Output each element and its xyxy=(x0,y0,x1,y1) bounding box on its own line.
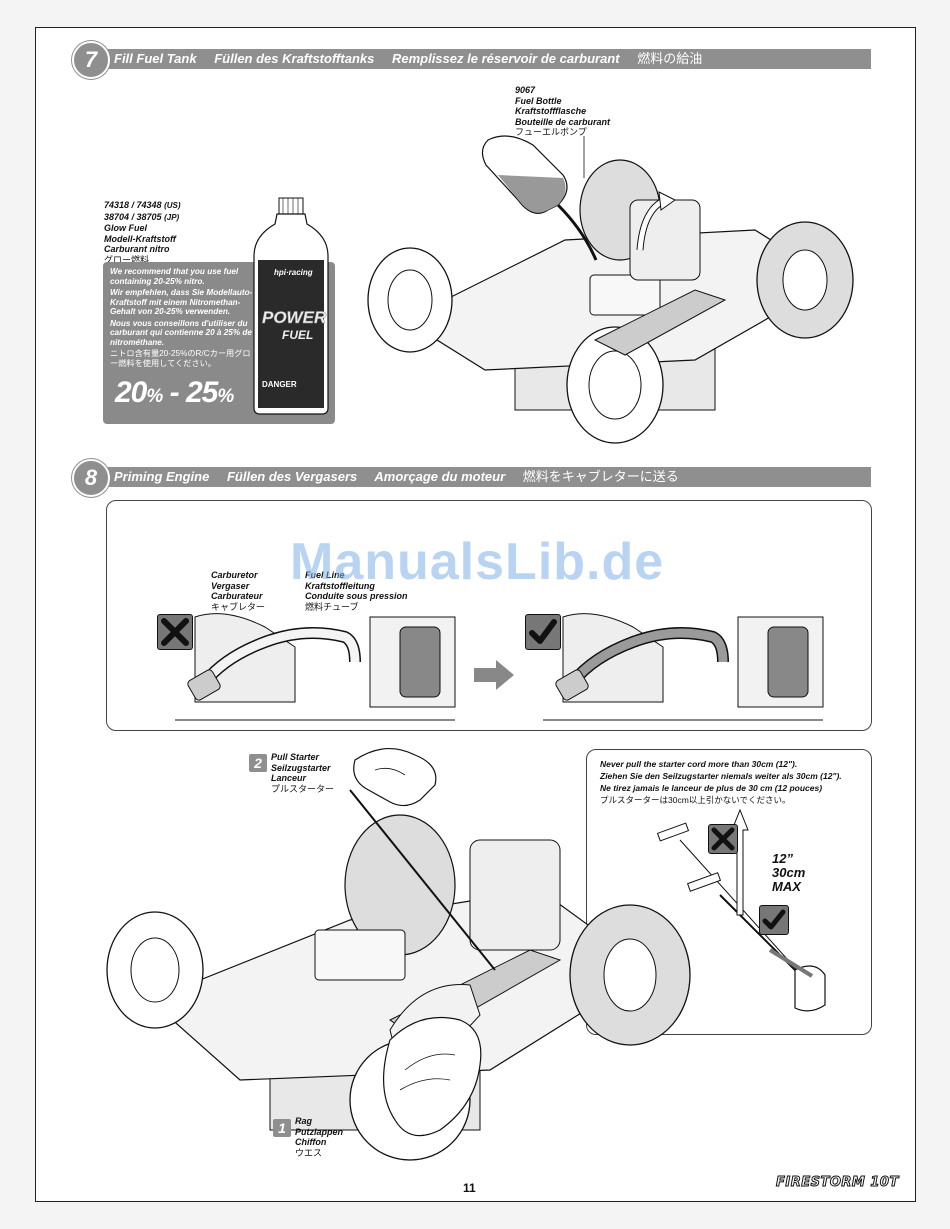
fuel-bottle-label: 9067 Fuel Bottle Kraftstoffflasche Boute… xyxy=(515,85,610,138)
starter-pull-diagram xyxy=(656,808,826,1012)
correct-mark-icon xyxy=(525,614,561,650)
caution-de: Ziehen Sie den Seilzugstarter niemals we… xyxy=(600,771,842,781)
carburetor-en: Carburetor xyxy=(211,570,258,580)
step-7-title-fr: Remplissez le réservoir de carburant xyxy=(391,51,620,66)
pull-starter-en: Pull Starter xyxy=(271,752,320,762)
wrong-pull-icon xyxy=(708,824,738,854)
fuel-bottle-leader xyxy=(583,136,585,178)
fuel-line-fr: Conduite sous pression xyxy=(305,591,408,601)
bottle-power: POWER xyxy=(262,308,327,328)
pull-starter-fr: Lanceur xyxy=(271,773,307,783)
glow-fuel-jp: グロー燃料 xyxy=(104,254,150,265)
rag-jp: ウエス xyxy=(295,1147,323,1158)
caution-en: Never pull the starter cord more than 30… xyxy=(600,759,798,769)
watermark: ManualsLib.de xyxy=(290,533,665,591)
bottle-fuel: FUEL xyxy=(282,328,314,342)
step-8-title-de: Füllen des Vergasers xyxy=(226,469,358,484)
caution-fr: Ne tirez jamais le lanceur de plus de 30… xyxy=(600,783,823,793)
glow-fuel-us-tag: (US) xyxy=(164,201,181,210)
glow-fuel-fr: Carburant nitro xyxy=(104,244,170,254)
nitro-low-pct: % xyxy=(146,386,163,407)
step-8-number: 8 xyxy=(72,459,110,497)
fuel-line-en: Fuel Line xyxy=(305,570,345,580)
fuel-bottle-jp: フューエルボンプ xyxy=(515,127,587,137)
caution-jp: プルスターターは30cm以上引かないでください。 xyxy=(600,795,791,805)
recommend-jp: ニトロ含有量20-25%のR/Cカー用グロー燃料を使用してください。 xyxy=(110,349,251,368)
glow-fuel-bottle: hpi·racing POWER FUEL DANGER xyxy=(252,196,330,416)
glow-fuel-part-jp: 38704 / 38705 xyxy=(104,211,162,222)
nitro-low: 20 xyxy=(115,376,147,409)
max-length-inches: 12” xyxy=(772,851,793,866)
nitro-dash: - xyxy=(169,376,180,409)
arrow-right-icon xyxy=(474,660,514,690)
step-7-title-en: Fill Fuel Tank xyxy=(114,51,197,66)
glow-fuel-de: Modell-Kraftstoff xyxy=(104,233,176,244)
hand-pulling-starter xyxy=(353,747,437,807)
fuel-line-de: Kraftstoffleitung xyxy=(305,580,375,591)
pull-starter-number: 2 xyxy=(249,754,267,772)
starter-caution-text: Never pull the starter cord more than 30… xyxy=(600,758,842,806)
fuel-bottle-de: Kraftstoffflasche xyxy=(515,106,587,116)
carburetor-fr: Carburateur xyxy=(211,591,263,601)
nitro-percent-range: 20% - 25% xyxy=(115,376,234,410)
step-8-title-fr: Amorçage du moteur xyxy=(374,469,506,484)
step-7-car-illustration xyxy=(367,159,854,444)
max-pull-length: 12” 30cm MAX xyxy=(772,852,805,894)
glow-fuel-en: Glow Fuel xyxy=(104,223,148,233)
wrong-mark-icon xyxy=(157,614,193,650)
fuel-line-primed-detail xyxy=(523,612,824,722)
carburetor-label: Carburetor Vergaser Carburateur キャブレター xyxy=(211,570,265,612)
fuel-line-empty-detail xyxy=(155,612,456,722)
max-length-max: MAX xyxy=(772,879,801,894)
step-7-number: 7 xyxy=(72,41,110,79)
step-7-title-de: Füllen des Kraftstofftanks xyxy=(214,51,375,66)
recommend-fr: Nous vous conseillons d'utiliser du carb… xyxy=(110,318,252,347)
recommend-en: We recommend that you use fuel containin… xyxy=(110,267,239,286)
glow-fuel-jp-tag: (JP) xyxy=(164,212,180,222)
hand-holding-rag xyxy=(383,1016,482,1137)
pouring-fuel-bottle xyxy=(481,135,598,261)
pull-starter-jp: プルスターター xyxy=(271,783,335,794)
rag-fr: Chiffon xyxy=(295,1137,327,1147)
bottle-danger: DANGER xyxy=(262,380,297,389)
pull-starter-de: Seilzugstarter xyxy=(271,762,331,773)
rag-en: Rag xyxy=(295,1116,313,1126)
glow-fuel-part-us: 74318 / 74348 xyxy=(104,200,162,210)
correct-pull-icon xyxy=(759,905,789,935)
page-number: 11 xyxy=(463,1181,476,1195)
rag-label: Rag Putzlappen Chiffon ウエス xyxy=(295,1116,343,1158)
fuel-line-jp: 燃料チューブ xyxy=(305,601,359,612)
step-8-header: Priming Engine Füllen des Vergasers Amor… xyxy=(78,467,871,487)
step-7-title-jp: 燃料の給油 xyxy=(637,51,703,66)
max-length-cm: 30cm xyxy=(772,865,806,880)
glow-fuel-label: 74318 / 74348 (US) 38704 / 38705 (JP) Gl… xyxy=(104,200,181,265)
fuel-bottle-en: Fuel Bottle xyxy=(515,95,562,106)
nitro-high: 25 xyxy=(185,376,218,409)
step-7-header: Fill Fuel Tank Füllen des Kraftstofftank… xyxy=(78,49,871,69)
nitro-high-pct: % xyxy=(217,386,234,407)
fuel-bottle-part: 9067 xyxy=(515,85,536,95)
pull-starter-label: Pull Starter Seilzugstarter Lanceur プルスタ… xyxy=(271,752,334,794)
fuel-bottle-fr: Bouteille de carburant xyxy=(515,116,611,127)
carburetor-de: Vergaser xyxy=(211,580,250,591)
rag-de: Putzlappen xyxy=(295,1126,344,1137)
fuel-line-label: Fuel Line Kraftstoffleitung Conduite sou… xyxy=(305,570,408,612)
recommend-de: Wir empfehlen, dass Sie Modellauto-Kraft… xyxy=(110,288,253,316)
step-8-title-en: Priming Engine xyxy=(114,469,210,484)
firestorm-logo: FIRESTORM 10T xyxy=(776,1175,899,1191)
carburetor-jp: キャブレター xyxy=(211,601,266,612)
step-8-title-jp: 燃料をキャブレターに送る xyxy=(522,469,679,484)
rag-number: 1 xyxy=(273,1119,291,1137)
bottle-brand: hpi·racing xyxy=(274,268,313,277)
